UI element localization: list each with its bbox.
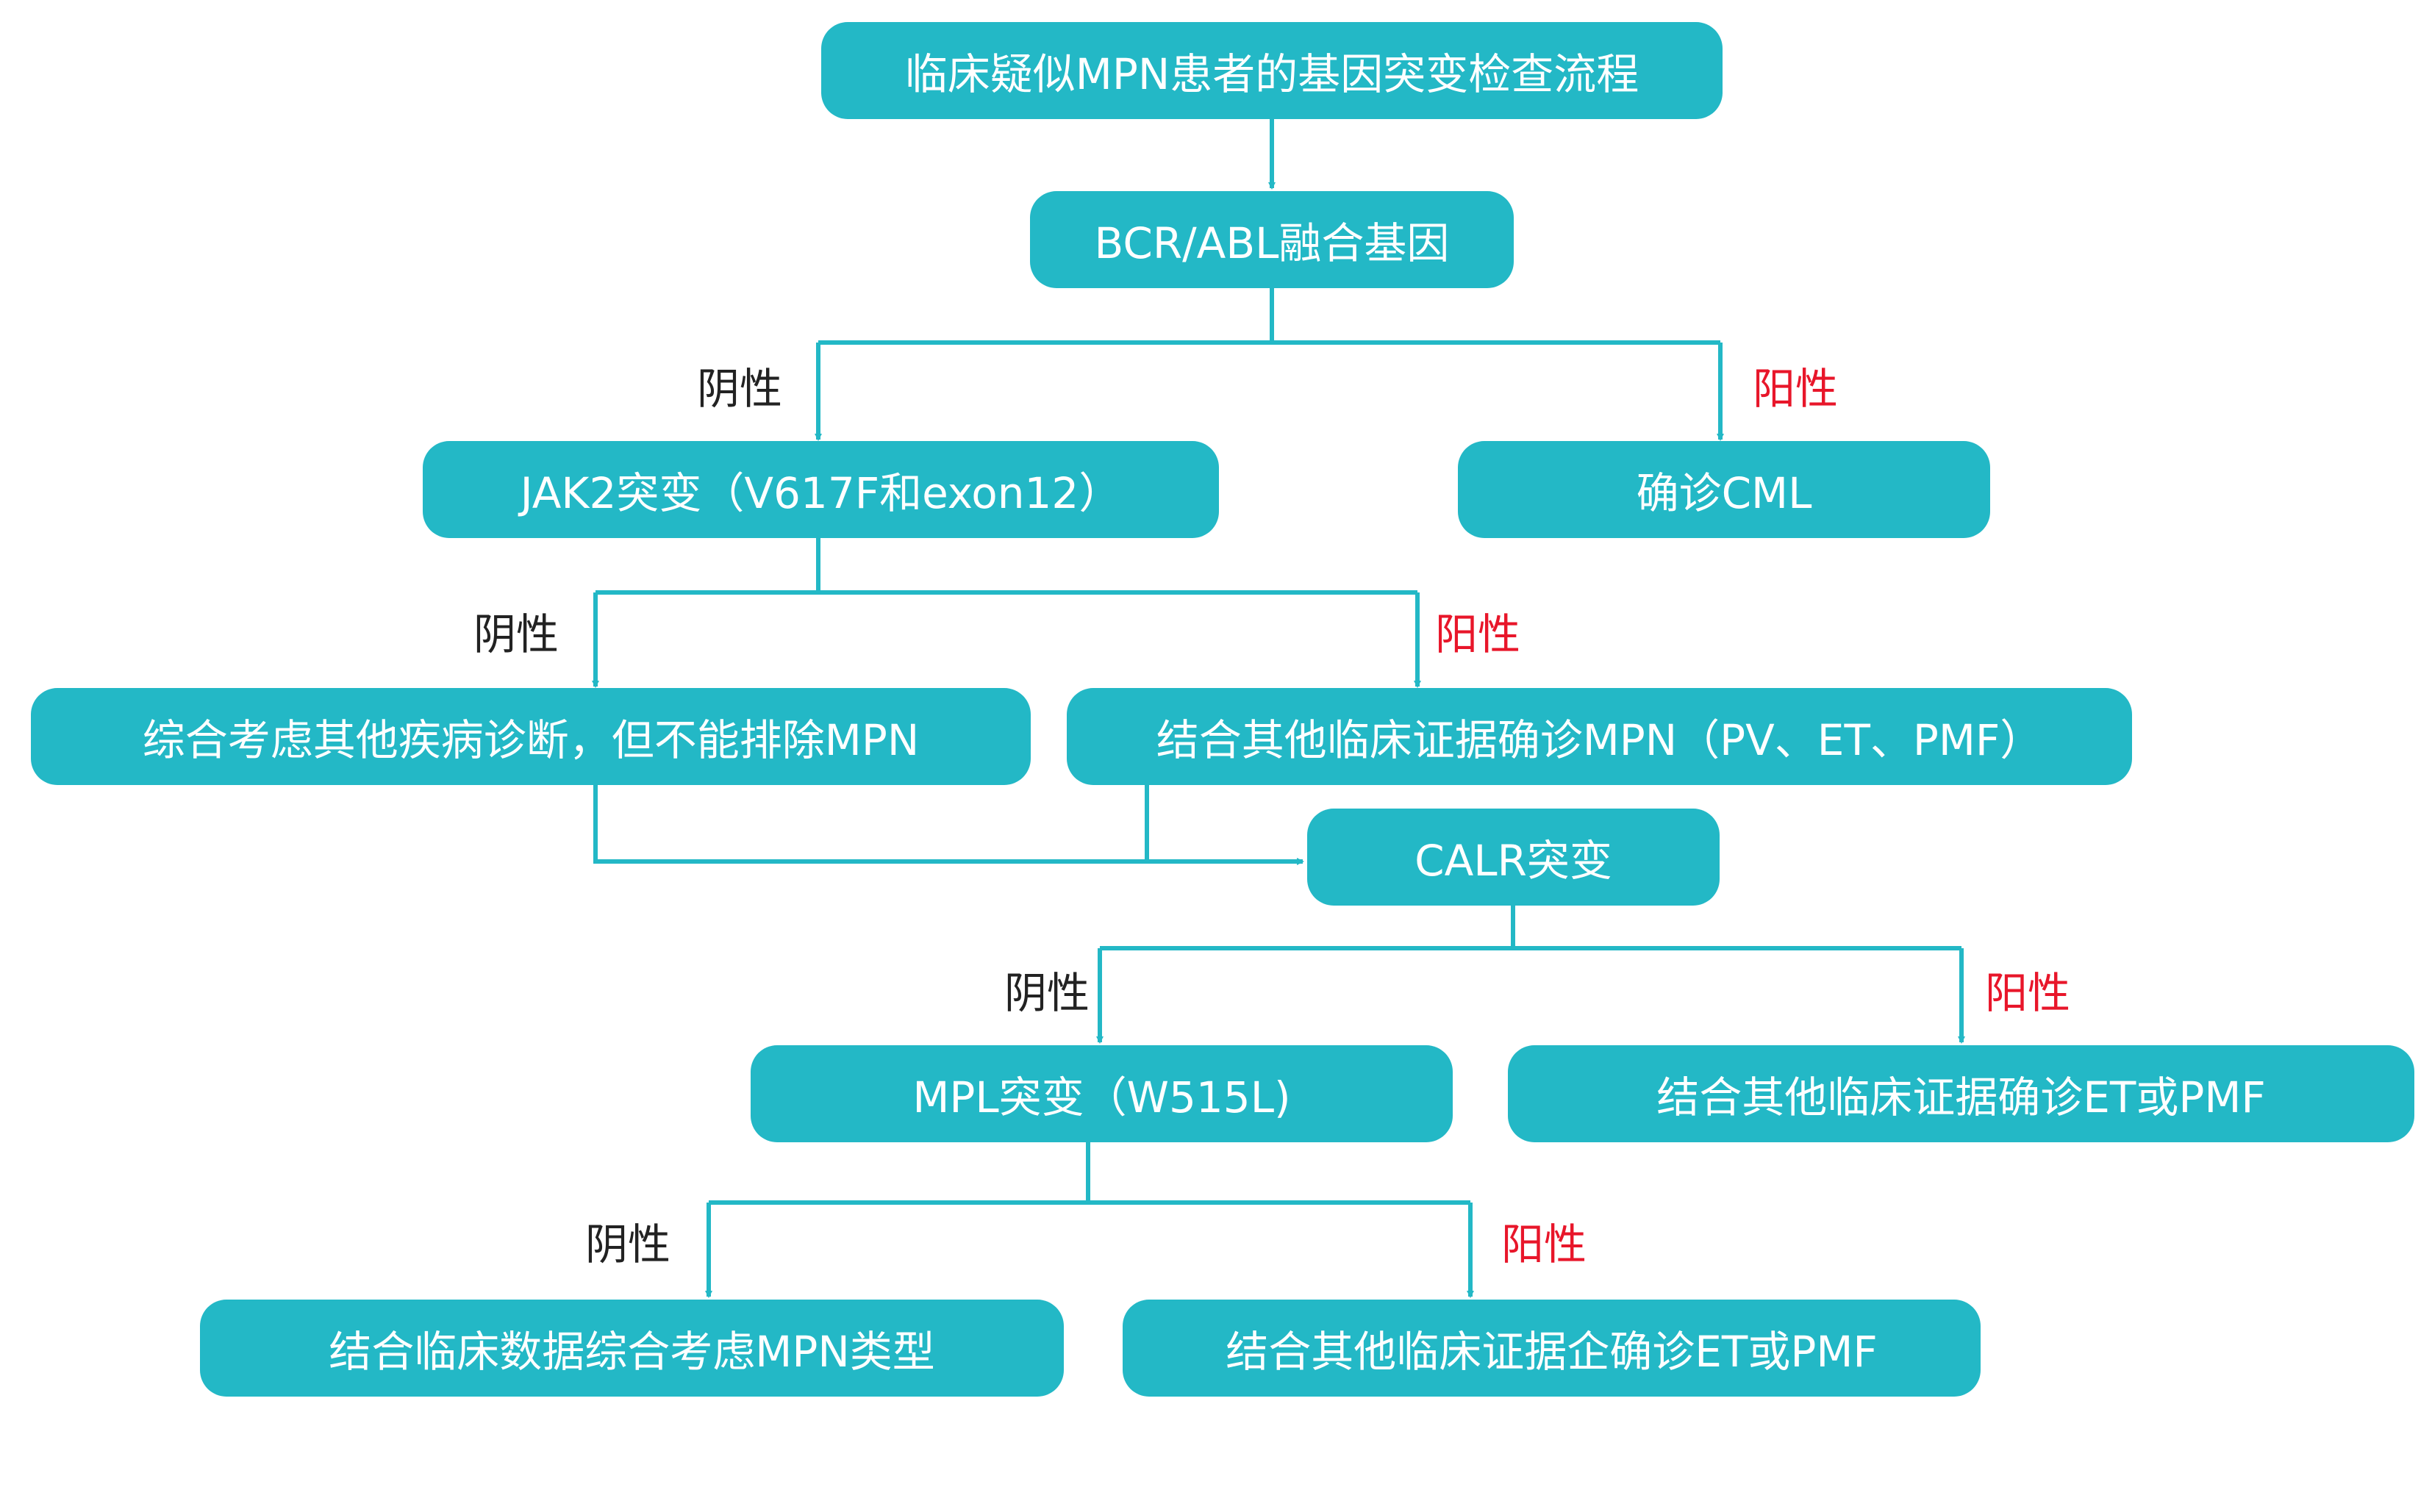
label-bcr-negative: 阴性 — [697, 364, 783, 414]
node-confirm-et-pmf-2: 结合其他临床证据企确诊ET或PMF — [1123, 1300, 1981, 1397]
node-confirm-mpn: 结合其他临床证据确诊MPN（PV、ET、PMF） — [1067, 688, 2132, 785]
node-bcr-abl: BCR/ABL融合基因 — [1030, 191, 1514, 288]
node-confirm-et-pmf: 结合其他临床证据确诊ET或PMF — [1508, 1045, 2414, 1142]
node-calr: CALR突变 — [1307, 809, 1720, 906]
label-mpl-negative: 阴性 — [585, 1219, 671, 1269]
connector-jak2-split — [596, 537, 1417, 595]
connector-mpl-split — [709, 1141, 1470, 1205]
label-jak2-negative: 阴性 — [473, 609, 559, 659]
node-mpl: MPL突变（W515L) — [751, 1045, 1453, 1142]
label-calr-positive: 阳性 — [1985, 968, 2071, 1018]
node-cml: 确诊CML — [1458, 441, 1990, 538]
connector-consider-to-calr — [593, 784, 1304, 865]
node-consider-type: 结合临床数据综合考虑MPN类型 — [200, 1300, 1064, 1397]
node-jak2: JAK2突变（V617F和exon12） — [423, 441, 1219, 538]
label-mpl-positive: 阳性 — [1501, 1219, 1587, 1269]
label-bcr-positive: 阳性 — [1753, 364, 1839, 414]
connector-calr-split — [1100, 906, 1961, 950]
node-start: 临床疑似MPN患者的基因突变检查流程 — [821, 22, 1723, 119]
label-calr-negative: 阴性 — [1004, 968, 1090, 1018]
node-consider-other: 综合考虑其他疾病诊断，但不能排除MPN — [31, 688, 1031, 785]
connector-bcr-split — [818, 288, 1720, 345]
label-jak2-positive: 阳性 — [1435, 609, 1521, 659]
